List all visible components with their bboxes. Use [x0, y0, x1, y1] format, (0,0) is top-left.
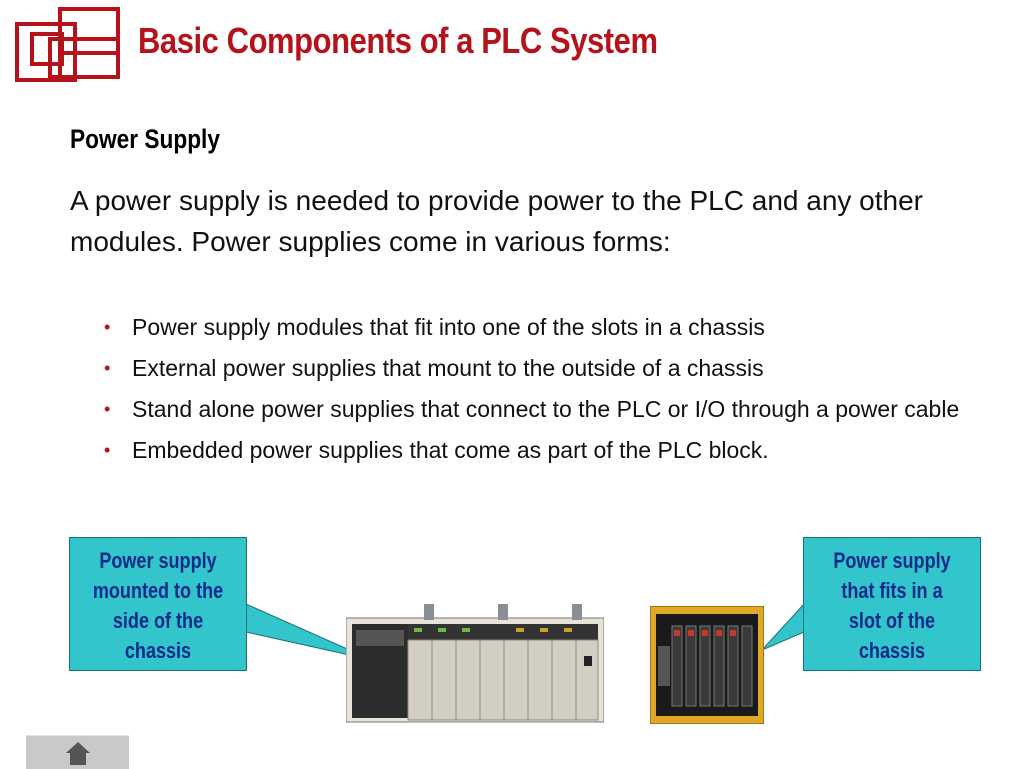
slide-title: Basic Components of a PLC System — [138, 20, 658, 61]
bullet-icon: • — [104, 317, 111, 337]
callout-line: mounted to the — [92, 578, 224, 603]
callout-line: Power supply — [99, 548, 217, 573]
callout-line: side of the — [112, 608, 204, 633]
list-item: • Embedded power supplies that come as pa… — [104, 435, 964, 465]
callout-line: chassis — [858, 638, 926, 663]
nested-squares-logo-icon — [15, 7, 120, 82]
bullet-list: • Power supply modules that fit into one … — [104, 312, 964, 476]
list-item: • Stand alone power supplies that connect… — [104, 394, 964, 424]
bullet-icon: • — [104, 358, 111, 378]
callout-line: that fits in a — [841, 578, 943, 603]
bullet-text: Stand alone power supplies that connect … — [132, 396, 960, 422]
callout-line: slot of the — [848, 608, 936, 633]
list-item: • Power supply modules that fit into one … — [104, 312, 964, 342]
home-icon — [66, 742, 90, 765]
bullet-icon: • — [104, 440, 111, 460]
plc-rack-image — [650, 606, 764, 724]
plc-chassis-image — [346, 604, 604, 723]
intro-paragraph: A power supply is needed to provide powe… — [70, 185, 923, 257]
section-heading: Power Supply — [70, 124, 220, 154]
bullet-text: Embedded power supplies that come as par… — [132, 437, 769, 463]
callout-line: Power supply — [833, 548, 951, 573]
callout-side-mounted: Power supply mounted to the side of the … — [69, 537, 247, 671]
callout-slot-mounted: Power supply that fits in a slot of the … — [803, 537, 981, 671]
home-button[interactable] — [26, 735, 129, 769]
bullet-icon: • — [104, 399, 111, 419]
bullet-text: Power supply modules that fit into one o… — [132, 314, 765, 340]
callout-line: chassis — [124, 638, 192, 663]
bullet-text: External power supplies that mount to th… — [132, 355, 764, 381]
list-item: • External power supplies that mount to t… — [104, 353, 964, 383]
